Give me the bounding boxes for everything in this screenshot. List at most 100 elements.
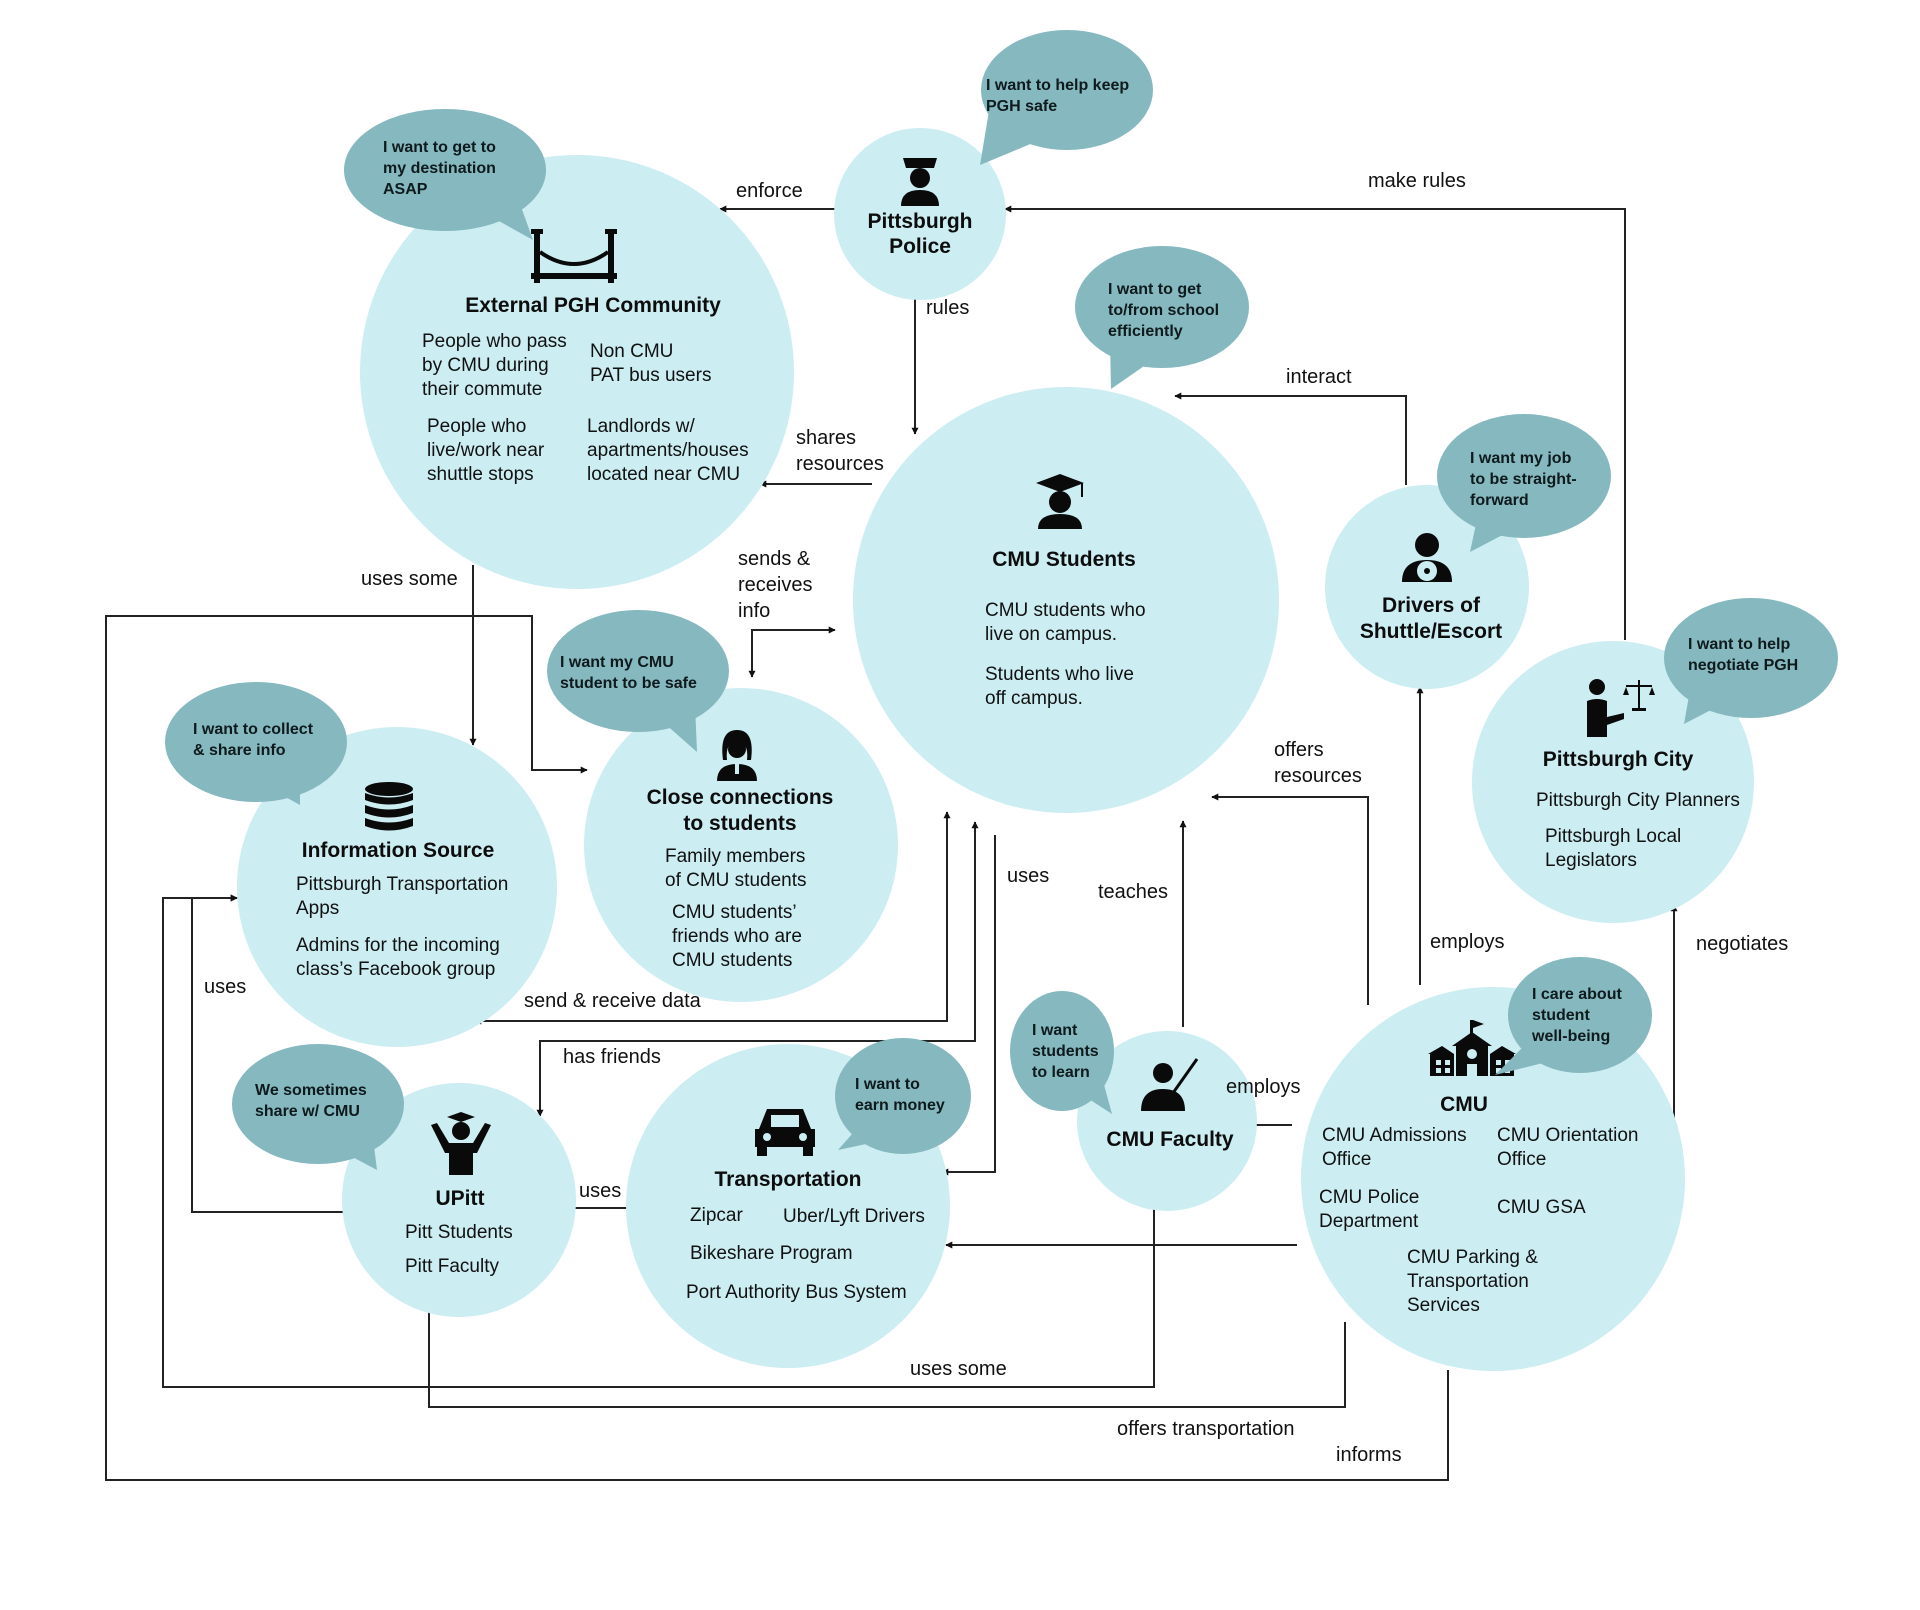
edge-label: offers transportation [1117, 1418, 1295, 1440]
bubble-text-line: student to be safe [560, 675, 697, 692]
node-item-line: Office [1322, 1149, 1371, 1170]
edge-has-friends [536, 821, 979, 1117]
svg-text:informs: informs [1336, 1444, 1402, 1466]
bubble-text-line: I want my CMU [560, 654, 674, 671]
bridge-icon [531, 229, 617, 283]
svg-text:interact: interact [1286, 366, 1352, 388]
node-item-line: Pitt Students [405, 1222, 513, 1243]
node-item-line: of CMU students [665, 870, 807, 891]
node-item-line: Transportation [1407, 1271, 1529, 1292]
svg-text:uses: uses [204, 976, 246, 998]
edge-label: shares [796, 427, 856, 449]
node-title-line: Police [889, 235, 951, 258]
node-title-line: External PGH Community [465, 294, 721, 317]
node-item-line: Office [1497, 1149, 1546, 1170]
svg-text:CMU GSA: CMU GSA [1497, 1197, 1586, 1218]
svg-text:has friends: has friends [563, 1046, 661, 1068]
node-item-line: friends who are [672, 926, 802, 947]
person-scales-icon [1587, 679, 1655, 737]
svg-text:Pitt Faculty: Pitt Faculty [405, 1256, 499, 1277]
bubble-text-line: & share info [193, 742, 286, 759]
node-item-line: Landlords w/ [587, 416, 695, 437]
bubble-text-line: to/from school [1108, 302, 1219, 319]
driver-steering-wheel-icon [1402, 533, 1452, 582]
node-item-line: Students who live [985, 664, 1134, 685]
svg-text:enforce: enforce [736, 180, 803, 202]
bubble-text-line: earn money [855, 1097, 945, 1114]
bubble-transportation: I want to earn money [835, 1038, 971, 1154]
node-item-line: located near CMU [587, 464, 740, 485]
svg-text:Zipcar: Zipcar [690, 1205, 743, 1226]
node-cmu-faculty: CMU Faculty [1077, 1031, 1257, 1211]
svg-text:teaches: teaches [1098, 881, 1168, 903]
edge-offers-resources [1211, 793, 1369, 1005]
bubble-text-line: We sometimes [255, 1082, 367, 1099]
svg-text:uses: uses [1007, 865, 1049, 887]
svg-text:employs: employs [1226, 1076, 1300, 1098]
node-item-line: live on campus. [985, 624, 1117, 645]
svg-text:rules: rules [926, 297, 969, 319]
svg-text:send & receive data: send & receive data [524, 990, 702, 1012]
bubble-text-line: well-being [1531, 1028, 1610, 1045]
svg-text:CMU Faculty: CMU Faculty [1106, 1128, 1234, 1151]
edge-label: info [738, 600, 770, 622]
svg-text:Uber/Lyft Drivers: Uber/Lyft Drivers [783, 1206, 925, 1227]
svg-text:offers transportation: offers transportation [1117, 1418, 1295, 1440]
node-item-line: Pitt Faculty [405, 1256, 499, 1277]
svg-text:negotiates: negotiates [1696, 933, 1788, 955]
svg-text:I want to collect& share info: I want to collect& share info [193, 721, 314, 759]
svg-text:CMU Students: CMU Students [992, 548, 1136, 571]
edge-sends-receives-info [748, 626, 836, 678]
bubble-text-line: I want to [855, 1076, 920, 1093]
svg-text:employs: employs [1430, 931, 1504, 953]
node-item-line: shuttle stops [427, 464, 534, 485]
node-title-line: CMU Faculty [1106, 1128, 1234, 1151]
bubble-text-line: student [1532, 1007, 1590, 1024]
node-item-line: CMU students [672, 950, 792, 971]
node-title-line: Drivers of [1382, 594, 1481, 617]
edge-label: uses some [910, 1358, 1007, 1380]
edge-label: sends & [738, 548, 811, 570]
node-item-line: by CMU during [422, 355, 549, 376]
node-title-line: Pittsburgh [868, 210, 973, 233]
node-information-source: Information Source Pittsburgh Transporta… [237, 727, 557, 1047]
node-item-line: Legislators [1545, 850, 1637, 871]
node-item-line: Pittsburgh City Planners [1536, 790, 1740, 811]
edge-interact [1174, 392, 1407, 485]
node-pittsburgh-city: Pittsburgh City Pittsburgh City Planners… [1472, 641, 1754, 923]
node-item-line: PAT bus users [590, 365, 711, 386]
edge-label: send & receive data [524, 990, 702, 1012]
node-item-line: Pittsburgh Transportation [296, 874, 508, 895]
edge-label: offers [1274, 739, 1324, 761]
bubble-text-line: PGH safe [986, 98, 1057, 115]
node-item-line: CMU Orientation [1497, 1125, 1639, 1146]
svg-text:uses: uses [579, 1180, 621, 1202]
node-item-line: live/work near [427, 440, 545, 461]
node-title-line: Pittsburgh City [1543, 748, 1694, 771]
edge-label: rules [926, 297, 969, 319]
node-item-line: Admins for the incoming [296, 935, 500, 956]
edge-informs [105, 615, 1449, 1481]
